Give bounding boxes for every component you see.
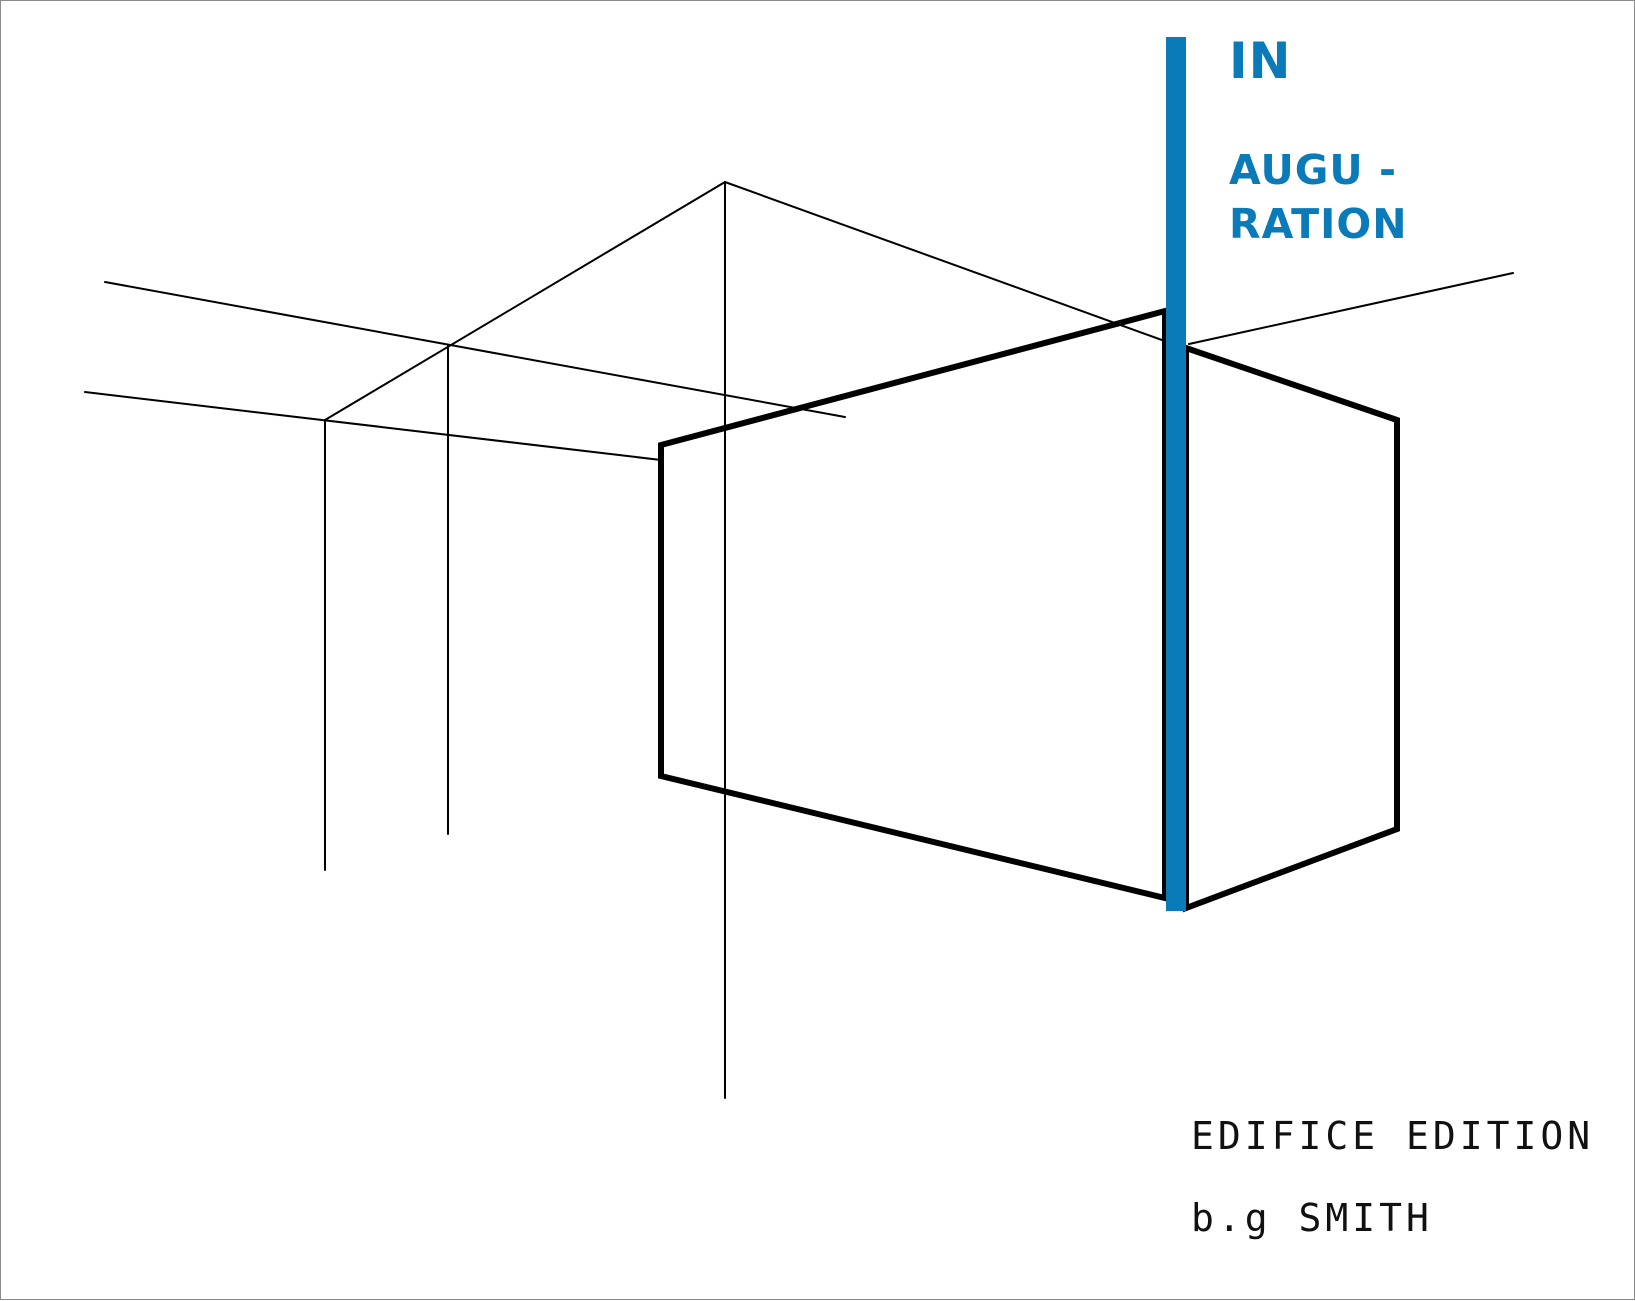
book-title: IN AUGU - RATION [1229,29,1408,251]
box-left-face [658,307,1168,902]
roof-ridge-line [324,180,1174,421]
author-name: b.g SMITH [1191,1196,1433,1240]
lower-horizontal-line [84,391,662,461]
right-horizon-line [1188,272,1514,345]
title-line-augu: AUGU - [1229,146,1397,194]
blue-vertical-bar [1166,37,1186,911]
upper-horizontal-line [104,281,846,418]
edition-label: EDIFICE EDITION [1191,1114,1595,1158]
title-line-in: IN [1229,32,1292,90]
box-outline [658,307,1400,913]
box-right-face [1183,343,1400,913]
title-line-ration: RATION [1229,200,1408,248]
thin-perspective-lines [84,180,1514,1099]
